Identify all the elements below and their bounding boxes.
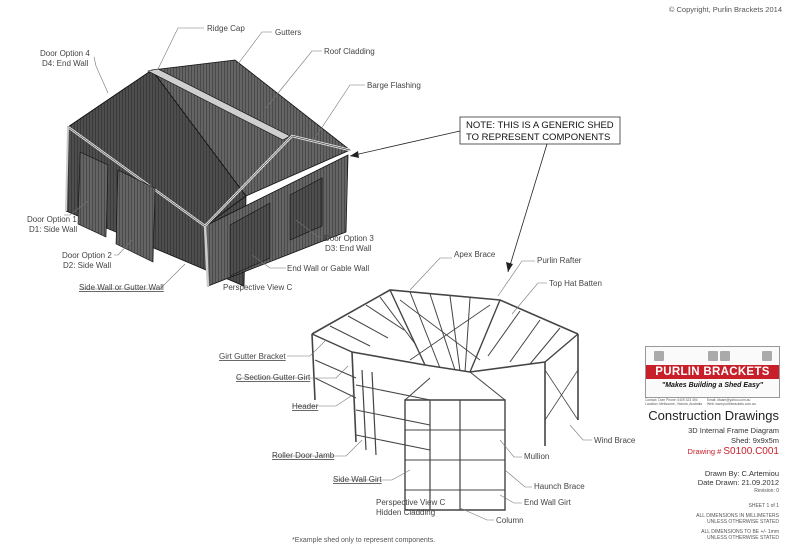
label-view-caption-top: Perspective View C bbox=[223, 283, 292, 292]
bracket-icon bbox=[708, 351, 718, 361]
purlin-brackets-logo: PURLIN BRACKETS "Makes Building a Shed E… bbox=[645, 346, 780, 398]
label-door-option-4: Door Option 4 bbox=[40, 49, 90, 58]
note-box: NOTE: THIS IS A GENERIC SHED TO REPRESEN… bbox=[349, 116, 621, 273]
label-girt-gutter-bracket: Girt Gutter Bracket bbox=[219, 352, 286, 361]
frame-illustration bbox=[311, 289, 579, 511]
label-side-wall: Side Wall or Gutter Wall bbox=[79, 283, 164, 292]
label-wind-brace: Wind Brace bbox=[594, 436, 636, 445]
label-door-option-1: Door Option 1 bbox=[27, 215, 77, 224]
frame-leader-lines bbox=[236, 257, 592, 521]
label-door-option-4-sub: D4: End Wall bbox=[42, 59, 89, 68]
label-roller-door-jamb: Roller Door Jamb bbox=[272, 451, 335, 460]
label-apex-brace: Apex Brace bbox=[454, 250, 496, 259]
shed-leader-lines bbox=[64, 27, 365, 290]
bracket-icon bbox=[720, 351, 730, 361]
contact-right: Email: dfoam@yahoo.com.au Web: www.purli… bbox=[707, 398, 756, 406]
drawing-number-row: Drawing # S0100.C001 bbox=[688, 446, 779, 457]
label-end-wall-girt: End Wall Girt bbox=[524, 498, 572, 507]
dimension-note-2: ALL DIMENSIONS TO BE +/- 1mm UNLESS OTHE… bbox=[701, 529, 779, 541]
label-view-caption-frame-2: Hidden Cladding bbox=[376, 508, 435, 517]
label-end-wall: End Wall or Gable Wall bbox=[287, 264, 369, 273]
label-ridge-cap: Ridge Cap bbox=[207, 24, 245, 33]
label-barge-flashing: Barge Flashing bbox=[367, 81, 421, 90]
drawing-number: S0100.C001 bbox=[723, 446, 779, 457]
title-heading: Construction Drawings bbox=[648, 408, 779, 423]
shed-door-option-3 bbox=[229, 202, 271, 277]
copyright-text: © Copyright, Purlin Brackets 2014 bbox=[669, 5, 782, 14]
label-side-wall-girt: Side Wall Girt bbox=[333, 475, 382, 484]
label-mullion: Mullion bbox=[524, 452, 549, 461]
label-column: Column bbox=[496, 516, 524, 525]
label-door-option-3: Door Option 3 bbox=[324, 234, 374, 243]
title-subtitle: 3D Internal Frame Diagram bbox=[688, 426, 779, 435]
drawn-by: Drawn By: C.Artemiou bbox=[704, 469, 779, 478]
note-arrow-to-shed bbox=[349, 130, 461, 157]
label-header: Header bbox=[292, 402, 319, 411]
bracket-icon bbox=[654, 351, 664, 361]
note-line-1: NOTE: THIS IS A GENERIC SHED bbox=[466, 120, 614, 131]
note-arrow-to-frame bbox=[507, 143, 548, 273]
logo-tagline: "Makes Building a Shed Easy" bbox=[661, 382, 764, 389]
label-door-option-2-sub: D2: Side Wall bbox=[63, 261, 111, 270]
label-haunch-brace: Haunch Brace bbox=[534, 482, 585, 491]
drawing-number-label: Drawing # bbox=[687, 447, 722, 456]
note-line-2: TO REPRESENT COMPONENTS bbox=[466, 132, 610, 143]
date-drawn: Date Drawn: 21.09.2012 bbox=[697, 478, 779, 487]
shed-size: Shed: 9x9x5m bbox=[731, 436, 779, 445]
label-view-caption-frame-1: Perspective View C bbox=[376, 498, 445, 507]
title-block: PURLIN BRACKETS "Makes Building a Shed E… bbox=[643, 342, 780, 547]
clad-shed-illustration bbox=[65, 59, 351, 287]
shed-door-option-1 bbox=[77, 151, 109, 238]
revision: Revision: 0 bbox=[754, 488, 779, 494]
contact-details: Contact: Dom Phone: 0409 323 494 Locatio… bbox=[645, 398, 779, 409]
dimension-note-1: ALL DIMENSIONS IN MILLIMETERS UNLESS OTH… bbox=[696, 513, 779, 525]
label-door-option-1-sub: D1: Side Wall bbox=[29, 225, 77, 234]
bracket-icon bbox=[762, 351, 772, 361]
label-gutters: Gutters bbox=[275, 28, 301, 37]
footnote-text: *Example shed only to represent componen… bbox=[292, 537, 435, 544]
label-roof-cladding: Roof Cladding bbox=[324, 47, 375, 56]
label-door-option-2: Door Option 2 bbox=[62, 251, 112, 260]
label-purlin-rafter: Purlin Rafter bbox=[537, 256, 582, 265]
logo-title: PURLIN BRACKETS bbox=[646, 365, 779, 379]
shed-door-option-2 bbox=[115, 169, 156, 263]
label-door-option-3-sub: D3: End Wall bbox=[325, 244, 372, 253]
label-top-hat-batten: Top Hat Batten bbox=[549, 279, 602, 288]
sheet-number: SHEET 1 of 1 bbox=[748, 503, 779, 509]
shed-door-option-4 bbox=[289, 177, 323, 241]
label-c-section-gutter-girt: C Section Gutter Girt bbox=[236, 373, 311, 382]
contact-left: Contact: Dom Phone: 0409 323 494 Locatio… bbox=[645, 398, 703, 406]
shed-ridge-cap bbox=[147, 68, 291, 141]
